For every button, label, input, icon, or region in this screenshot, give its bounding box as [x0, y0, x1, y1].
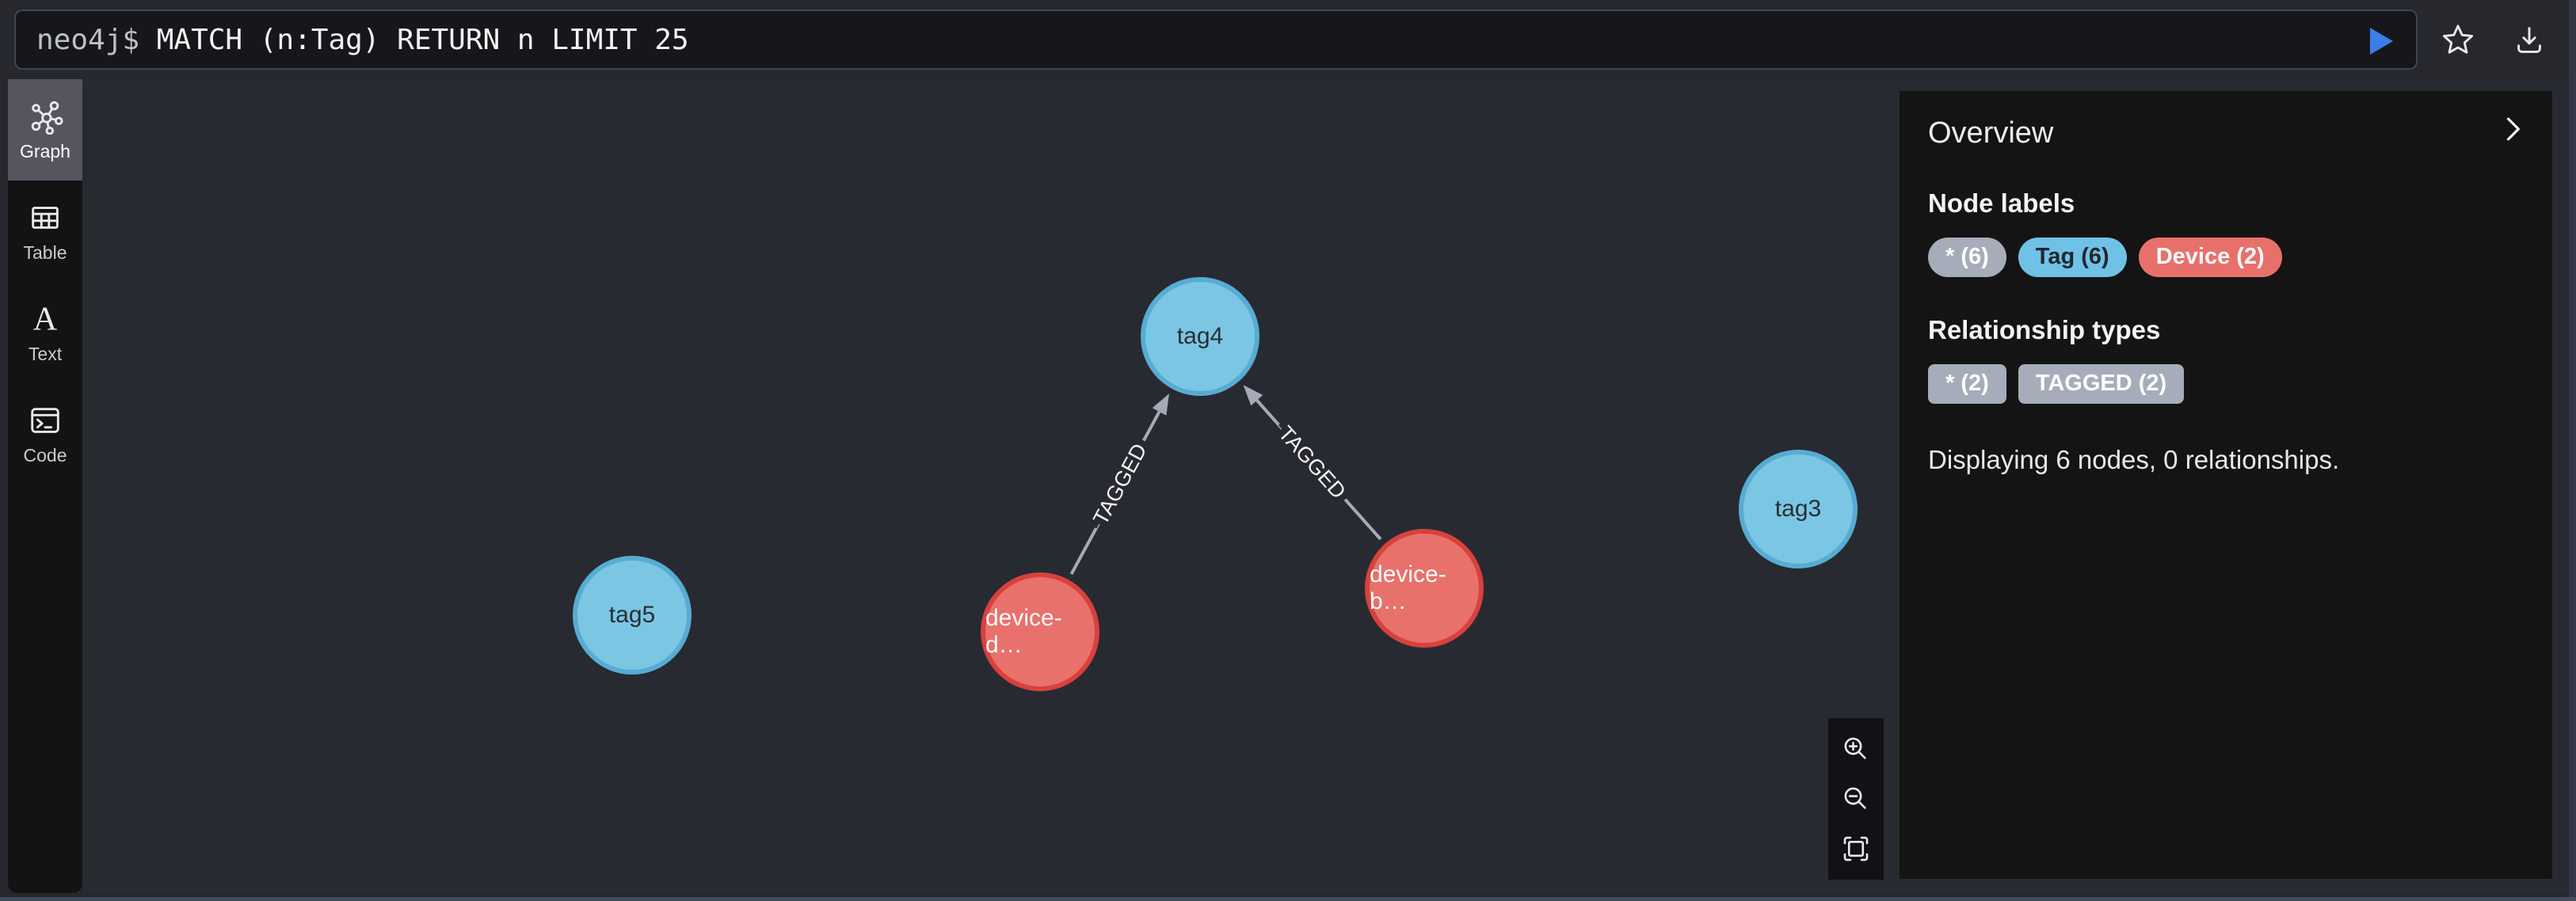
sidebar-item-text[interactable]: A Text: [8, 282, 82, 383]
zoom-in-icon[interactable]: [1839, 732, 1873, 766]
graph-node-label: tag5: [608, 602, 656, 628]
graph-edge-arrowhead: [1152, 393, 1169, 416]
sidebar-item-graph[interactable]: Graph: [8, 79, 82, 181]
query-bar: neo4j$ MATCH (n:Tag) RETURN n LIMIT 25: [0, 0, 2576, 79]
text-icon: A: [27, 301, 63, 337]
graph-node-tag4[interactable]: tag4: [1141, 277, 1259, 396]
relationship-types-row: * (2) TAGGED (2): [1928, 363, 2524, 404]
zoom-controls: [1828, 718, 1884, 880]
graph-node-label: tag4: [1176, 323, 1224, 349]
relationship-type-pill[interactable]: * (2): [1928, 363, 2006, 404]
graph-node-tag5[interactable]: tag5: [573, 556, 692, 675]
graph-edge-label[interactable]: TAGGED: [1082, 433, 1158, 535]
sidebar-item-code[interactable]: Code: [8, 383, 82, 485]
fit-view-icon[interactable]: [1839, 831, 1873, 866]
node-label-pill[interactable]: * (6): [1928, 238, 2006, 277]
relationship-types-heading: Relationship types: [1928, 314, 2161, 344]
query-text: MATCH (n:Tag) RETURN n LIMIT 25: [156, 23, 689, 56]
graph-node-tag3[interactable]: tag3: [1739, 450, 1858, 568]
node-label-pill[interactable]: Tag (6): [2018, 238, 2127, 277]
sidebar-item-table[interactable]: Table: [8, 181, 82, 282]
sidebar-item-label: Code: [23, 444, 67, 466]
graph-node-device-b[interactable]: device-b…: [1365, 529, 1484, 648]
page-scrollbar[interactable]: [2569, 0, 2576, 897]
graph-icon: [27, 98, 63, 135]
query-editor[interactable]: neo4j$ MATCH (n:Tag) RETURN n LIMIT 25: [14, 10, 2418, 70]
graph-node-label: tag3: [1774, 496, 1822, 522]
zoom-out-icon[interactable]: [1839, 781, 1873, 816]
graph-edge-label[interactable]: TAGGED: [1267, 415, 1357, 510]
play-icon[interactable]: [2362, 22, 2400, 60]
sidebar-item-label: Text: [28, 343, 63, 364]
star-icon[interactable]: [2440, 22, 2476, 59]
relationship-type-pill[interactable]: TAGGED (2): [2018, 363, 2185, 404]
query-prompt: neo4j$: [36, 23, 157, 56]
result-status-text: Displaying 6 nodes, 0 relationships.: [1928, 444, 2340, 474]
svg-text:A: A: [33, 301, 58, 337]
sidebar-item-label: Graph: [20, 140, 70, 162]
graph-edge-line[interactable]: [1256, 399, 1382, 541]
node-label-pill[interactable]: Device (2): [2138, 238, 2282, 277]
code-icon: [27, 402, 63, 439]
node-labels-heading: Node labels: [1928, 188, 2075, 218]
chevron-right-icon[interactable]: [2495, 112, 2530, 146]
graph-edge-arrowhead: [1243, 385, 1263, 406]
graph-node-label: device-b…: [1370, 561, 1446, 614]
graph-node-device-d[interactable]: device-d…: [981, 572, 1099, 691]
panel-title: Overview: [1928, 116, 2054, 150]
sidebar-item-label: Table: [23, 241, 67, 263]
overview-panel: Overview Node labels * (6) Tag (6) Device …: [1900, 91, 2552, 879]
window-bottom-edge: [0, 897, 2576, 901]
graph-edges[interactable]: TAGGED TAGGED: [82, 79, 2569, 893]
download-icon[interactable]: [2511, 22, 2547, 59]
table-icon: [27, 200, 63, 236]
graph-edge-line[interactable]: [1069, 411, 1161, 575]
node-labels-row: * (6) Tag (6) Device (2): [1928, 238, 2524, 277]
graph-node-label: device-d…: [985, 605, 1062, 658]
